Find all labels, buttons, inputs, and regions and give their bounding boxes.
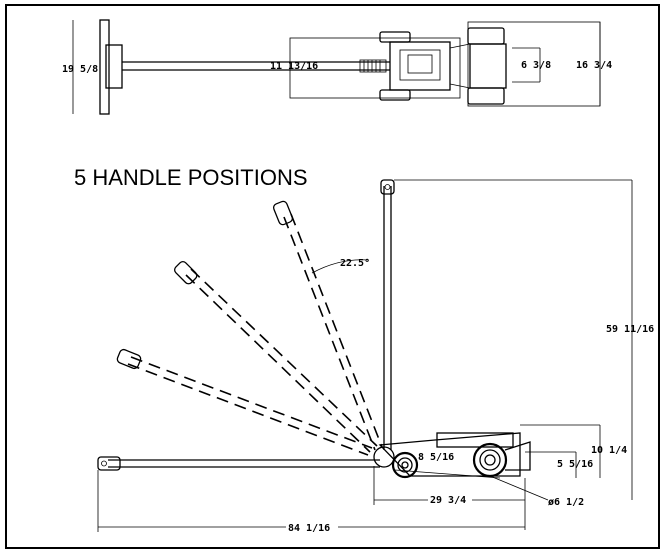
saddle-top [407, 54, 433, 74]
dim-base: 29 3/4 [430, 495, 466, 506]
drawing-frame [5, 4, 660, 549]
front-wheel-top [379, 31, 411, 43]
jack-top-plate [436, 432, 514, 448]
handle-tip-67 [116, 348, 142, 370]
rear-axle-block [469, 43, 507, 89]
handle-grip [105, 44, 123, 89]
jack-body [389, 41, 451, 91]
drawing-title: 5 HANDLE POSITIONS [74, 165, 308, 190]
dim-top-length: 11 13/16 [270, 61, 318, 72]
handle-tip-horizontal [97, 456, 121, 471]
front-wheel-side [391, 451, 419, 479]
dim-wheel-dia: ø6 1/2 [548, 497, 584, 508]
handle-yoke [359, 59, 387, 73]
dim-overall: 84 1/16 [288, 523, 330, 534]
dim-angle: 22.5° [340, 258, 370, 269]
handle-tip-45 [173, 260, 198, 285]
rear-wheel-top [467, 27, 505, 45]
side-view: 22.5° 59 11/16 [97, 179, 654, 534]
front-wheel-bottom [379, 89, 411, 101]
angle-arc [311, 259, 369, 274]
rear-wheel-bottom [467, 87, 505, 105]
dim-side-height: 10 1/4 [591, 445, 627, 456]
dim-top-inner: 6 3/8 [521, 60, 551, 71]
dim-top-width: 19 5/8 [62, 64, 98, 75]
jack-body-inner [399, 49, 441, 81]
rear-wheel-side [472, 442, 508, 478]
dim-height: 59 11/16 [606, 324, 654, 335]
dim-top-outer: 16 3/4 [576, 60, 612, 71]
saddle-arm [504, 441, 531, 471]
dim-side-low: 5 5/16 [557, 459, 593, 470]
dim-wheel: 8 5/16 [418, 452, 454, 463]
handle-tip-vertical [380, 179, 395, 195]
handle-tip-22 [272, 200, 294, 226]
handle-pivot [373, 446, 395, 468]
top-view: 19 5/8 11 13/16 6 3/8 16 3/4 [62, 19, 612, 115]
handle-positions-dashed [116, 200, 383, 456]
handle-grip-bar [99, 19, 110, 115]
chassis-outline [289, 37, 461, 99]
